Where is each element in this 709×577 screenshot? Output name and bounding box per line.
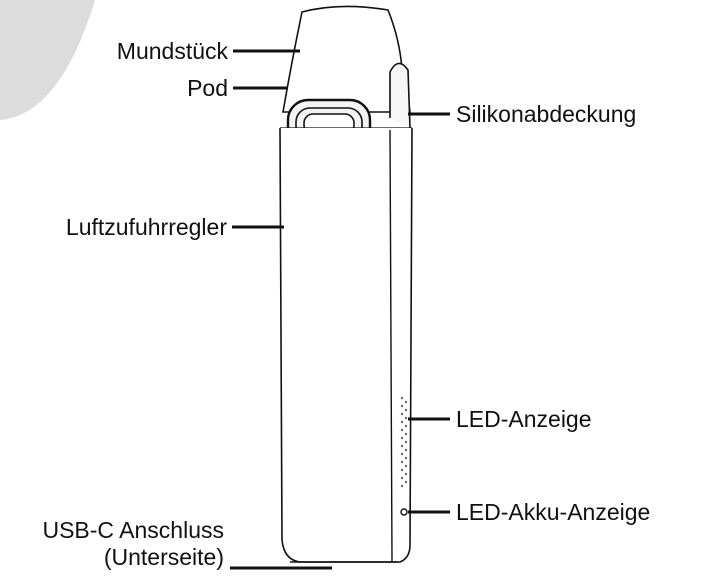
label-led-indicator: LED-Anzeige	[456, 406, 592, 432]
label-mouthpiece: Mundstück	[116, 38, 228, 64]
watermark-arc	[0, 0, 95, 120]
label-pod: Pod	[187, 75, 228, 101]
led-battery-dot	[400, 508, 408, 516]
label-usb-port-line1: USB-C Anschluss	[42, 517, 224, 543]
label-usb-port: USB-C Anschluss (Unterseite)	[42, 517, 224, 571]
body-edge-line	[389, 129, 393, 563]
label-airflow-control: Luftzufuhrregler	[65, 214, 227, 240]
label-led-battery-indicator: LED-Akku-Anzeige	[456, 499, 651, 525]
label-silicone-cover: Silikonabdeckung	[456, 101, 637, 127]
silicone-cover-shape	[389, 62, 411, 129]
label-usb-port-line2: (Unterseite)	[103, 544, 224, 570]
led-indicator-dots	[400, 396, 408, 488]
